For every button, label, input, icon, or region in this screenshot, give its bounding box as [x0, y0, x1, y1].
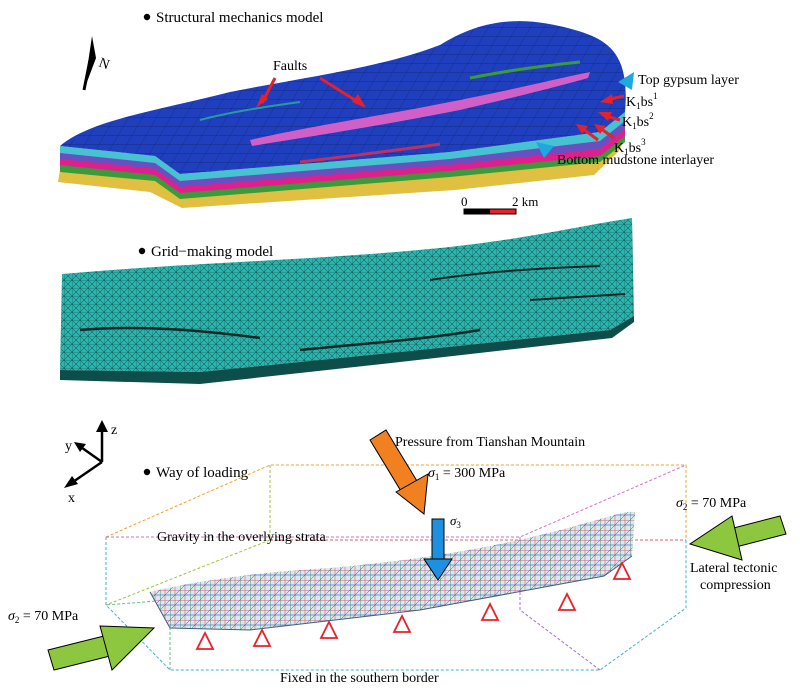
sigma2-left-label: σ2 = 70 MPa — [8, 609, 79, 625]
fixed-support-icon — [480, 601, 500, 621]
panel-loading: z y x Way of loading Pressure from Tians… — [8, 420, 787, 686]
panel1-title: Structural mechanics model — [156, 10, 323, 26]
fixed-support-icon — [392, 613, 412, 633]
fixed-support-icon — [612, 560, 632, 580]
left-compression-arrow-icon — [47, 625, 156, 671]
bullet-icon — [143, 468, 151, 476]
svg-text:K1bs2: K1bs2 — [622, 111, 654, 131]
axes-icon: z y x — [64, 420, 117, 506]
k1bs3-label: K1bs3 — [576, 124, 646, 157]
bullet-icon — [138, 247, 146, 255]
north-arrow-icon: N — [82, 36, 112, 91]
north-label: N — [97, 56, 112, 74]
sigma3-arrow-icon — [423, 518, 453, 581]
lateral-label-1: Lateral tectonic — [690, 561, 777, 576]
svg-text:K1bs1: K1bs1 — [626, 91, 658, 111]
pressure-label: Pressure from Tianshan Mountain — [395, 435, 585, 450]
k1bs1-label: K1bs1 — [600, 91, 658, 111]
fixed-support-markers — [195, 560, 632, 650]
panel2-title: Grid−making model — [151, 244, 273, 260]
fixed-label: Fixed in the southern border — [280, 671, 439, 686]
fault-band — [250, 72, 590, 146]
fixed-support-icon — [252, 627, 272, 647]
fixed-support-icon — [195, 630, 215, 650]
bottom-layer-label: Bottom mudstone interlayer — [557, 153, 714, 168]
bottom-layer-arrow-icon — [536, 142, 554, 158]
axis-y: y — [65, 439, 72, 454]
structural-model-3d — [58, 21, 626, 208]
mesh-model — [60, 218, 634, 384]
pressure-arrow-icon — [369, 429, 429, 515]
scale-bar: 0 2 km — [461, 194, 538, 215]
top-layer-arrow-icon — [618, 72, 634, 90]
top-layer-label: Top gypsum layer — [638, 73, 739, 88]
fixed-support-icon — [319, 619, 339, 639]
sigma3-label: σ3 — [450, 513, 461, 530]
panel-structural-model: Structural mechanics model N Faults — [58, 10, 739, 215]
sigma1-label: σ1 = 300 MPa — [428, 466, 506, 482]
lateral-label-2: compression — [700, 578, 771, 593]
axis-x: x — [68, 491, 75, 506]
svg-text:K1bs3: K1bs3 — [614, 137, 646, 157]
k1bs2-label: K1bs2 — [598, 111, 654, 131]
panel-grid-model: Grid−making model — [60, 218, 634, 384]
fixed-support-icon — [557, 591, 577, 611]
lateral-compression-arrow-icon — [688, 515, 787, 561]
axis-z: z — [111, 423, 117, 438]
scale-zero: 0 — [461, 194, 468, 209]
bullet-icon — [143, 13, 151, 21]
fault-arrow-right — [319, 76, 359, 104]
faults-label: Faults — [273, 59, 307, 74]
scale-two-km: 2 km — [512, 194, 538, 209]
loading-mesh-model — [149, 511, 635, 631]
sigma2-right-label: σ2 = 70 MPa — [676, 496, 747, 512]
panel3-title: Way of loading — [156, 465, 249, 481]
gravity-label: Gravity in the overlying strata — [157, 530, 327, 545]
